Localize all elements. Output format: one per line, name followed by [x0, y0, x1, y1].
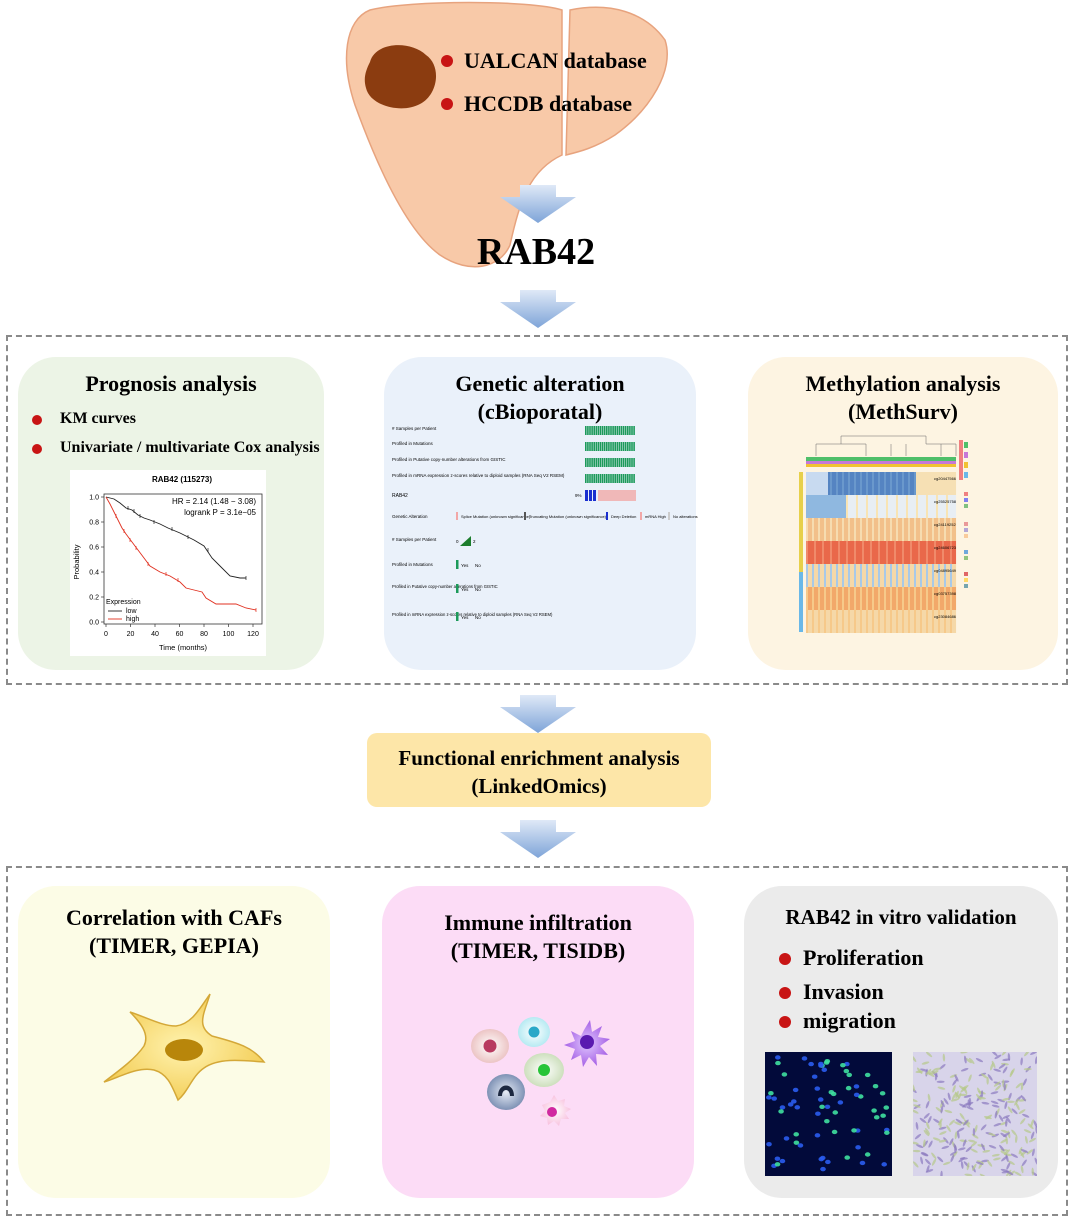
methylation-probe-label: cg24119252: [934, 522, 957, 527]
onco-bottom-label: Profiled in Mutations: [392, 562, 434, 567]
enrichment-title: Functional enrichment analysis: [398, 746, 680, 770]
methylation-subtitle: (MethSurv): [848, 399, 958, 424]
bullet-icon: [32, 444, 42, 454]
onco-row-label: Profiled in mRNA expression z-scores rel…: [392, 473, 565, 478]
km-logrank: logrank P = 3.1e−05: [184, 508, 256, 517]
fluorescence-micrograph: [765, 1052, 892, 1176]
onco-legend-item: mRNA High: [645, 514, 666, 519]
km-ytick-label: 0.0: [89, 620, 99, 627]
methylation-probe-label: cg24606723: [934, 545, 957, 550]
onco-row-label: Profiled in Putative copy-number alterat…: [392, 457, 506, 462]
vitro-item-migration: migration: [803, 1008, 896, 1033]
km-ytick-label: 1.0: [89, 495, 99, 502]
immune-subtitle: (TIMER, TISIDB): [450, 938, 626, 963]
onco-legend-label: Genetic Alteration: [392, 514, 428, 519]
fibroblast-cell-icon: [103, 993, 266, 1102]
km-xlabel: Time (months): [159, 643, 208, 652]
down-arrow-icon: [500, 695, 576, 733]
down-arrow-icon: [500, 290, 576, 328]
analysis-group-top: [6, 335, 1068, 685]
onco-bottom-label: Profiled in mRNA expression z-scores rel…: [392, 612, 553, 617]
km-xtick-label: 0: [104, 631, 108, 638]
methylation-probe-label: cg25525758: [934, 499, 957, 504]
bullet-icon: [441, 98, 453, 110]
onco-legend-item: No alterations: [673, 514, 698, 519]
km-curve-low: [105, 496, 246, 579]
cafs-subtitle: (TIMER, GEPIA): [89, 933, 259, 958]
vitro-item-proliferation: Proliferation: [803, 945, 924, 970]
km-curve-high: [105, 496, 257, 611]
onco-legend-item: Splice Mutation (unknown significance): [461, 514, 531, 519]
cafs-title: Correlation with CAFs: [66, 905, 282, 930]
onco-bottom-val: Yes: [461, 615, 469, 620]
liver-item-ualcan: UALCAN database: [464, 48, 647, 73]
genetic-title: Genetic alteration: [455, 371, 625, 396]
km-xtick-label: 40: [151, 631, 159, 638]
onco-row-label: Profiled in Mutations: [392, 441, 434, 446]
km-xtick-label: 60: [176, 631, 184, 638]
enrichment-subtitle: (LinkedOmics): [471, 774, 607, 798]
km-xtick-label: 80: [200, 631, 208, 638]
gene-title: RAB42: [476, 231, 596, 273]
onco-pct: 9%: [575, 493, 582, 498]
down-arrow-icon: [500, 185, 576, 223]
onco-legend-item: Deep Deletion: [611, 514, 636, 519]
onco-bottom-val: Yes: [461, 587, 469, 592]
km-xtick-label: 20: [127, 631, 135, 638]
prognosis-bullet-km: KM curves: [60, 410, 136, 427]
down-arrow-icon: [500, 820, 576, 858]
km-legend-low: low: [126, 608, 137, 615]
immune-title: Immune infiltration: [444, 910, 632, 935]
onco-legend-item: Truncating Mutation (unknown significanc…: [529, 514, 607, 519]
km-xtick-label: 100: [223, 631, 235, 638]
onco-row-label: # Samples per Patient: [392, 426, 437, 431]
onco-bottom-val: 0: [456, 539, 459, 544]
onco-bottom-val: No: [475, 563, 481, 568]
bullet-icon: [779, 953, 791, 965]
methylation-probe-label: cg20447566: [934, 476, 957, 481]
km-plot: RAB42 (115273) HR = 2.14 (1.48 − 3.08) l…: [70, 470, 266, 656]
onco-bottom-val: Yes: [461, 563, 469, 568]
km-ylabel: Probability: [72, 544, 81, 579]
prognosis-bullet-cox: Univariate / multivariate Cox analysis: [60, 439, 320, 456]
km-legend-title: Expression: [106, 599, 141, 606]
onco-bottom-label: # Samples per Patient: [392, 537, 437, 542]
analysis-group-bottom: [6, 866, 1068, 1216]
oncoprint: # Samples per Patient Profiled in Mutati…: [392, 426, 698, 621]
methylation-probe-label: cg04895649: [934, 568, 957, 573]
km-legend-high: high: [126, 616, 139, 623]
methylation-probe-label: cg23084686: [934, 614, 957, 619]
liver-item-hccdb: HCCDB database: [464, 91, 633, 116]
onco-bottom-val: No: [475, 615, 481, 620]
vitro-title: RAB42 in vitro validation: [785, 905, 1017, 929]
onco-gene-label: RAB42: [392, 493, 408, 499]
km-ytick-label: 0.6: [89, 545, 99, 552]
km-ytick-label: 0.2: [89, 595, 99, 602]
bullet-icon: [32, 415, 42, 425]
methylation-probe-label: cg03757398: [934, 591, 957, 596]
km-ytick-label: 0.4: [89, 570, 99, 577]
immune-cells-icon: [471, 1017, 610, 1126]
enrichment-box: Functional enrichment analysis (LinkedOm…: [367, 733, 711, 807]
methylation-title: Methylation analysis: [805, 371, 1001, 396]
prognosis-title: Prognosis analysis: [85, 371, 257, 396]
km-title: RAB42 (115273): [152, 475, 212, 484]
genetic-panel: Genetic alteration (cBioporatal): [384, 357, 696, 670]
tumor-shape: [364, 45, 437, 109]
onco-bottom-val: 2: [473, 539, 476, 544]
km-ytick-label: 0.8: [89, 520, 99, 527]
bullet-icon: [441, 55, 453, 67]
transwell-micrograph: [913, 1052, 1037, 1176]
km-hr: HR = 2.14 (1.48 − 3.08): [172, 497, 256, 506]
bullet-icon: [779, 987, 791, 999]
genetic-subtitle: (cBioporatal): [477, 399, 603, 424]
onco-bottom-val: No: [475, 587, 481, 592]
bullet-icon: [779, 1016, 791, 1028]
vitro-item-invasion: Invasion: [803, 979, 884, 1004]
methylation-heatmap: cg20447566 cg25525758 cg24119252 cg24606723…: [799, 435, 968, 633]
km-xtick-label: 120: [247, 631, 259, 638]
onco-bottom-label: Profiled in Putative copy-number alterat…: [392, 584, 498, 589]
